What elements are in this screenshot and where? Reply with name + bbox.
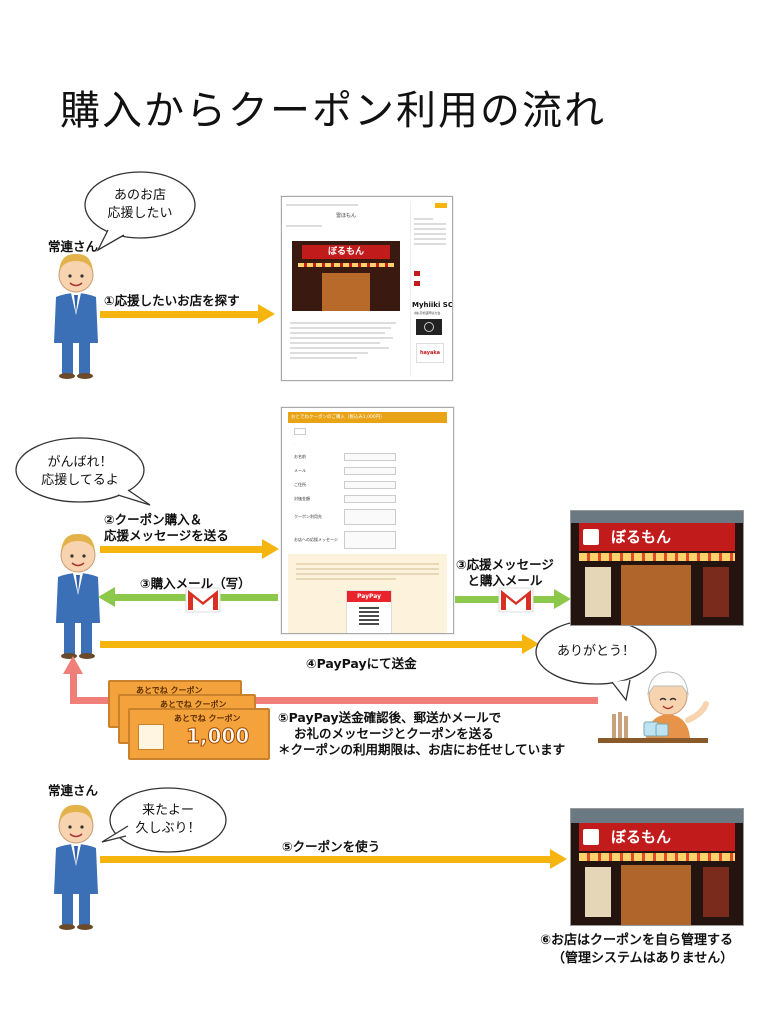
paypay-logo: PayPay [347, 591, 391, 602]
purchase-form-screenshot: おとでねクーポンのご購入（税込み1,000円） . お名前 メール ご住所 対価… [281, 407, 454, 634]
qr-code-icon [359, 605, 379, 625]
speech-bubble-thanks [535, 619, 657, 702]
speech-bubble-2 [15, 437, 151, 506]
step3-purchase-mail-label: ③購入メール（写） [140, 576, 251, 591]
store-staff-icon [598, 671, 709, 743]
form-field [344, 495, 396, 503]
store-awning [579, 823, 735, 851]
form-field [344, 531, 396, 549]
mail-icon [185, 587, 221, 613]
store-sign: ぼるもん [610, 828, 671, 846]
form-label: メール [294, 468, 306, 473]
store-awning [579, 523, 735, 551]
store-management-note: ⑥お店はクーポンを自ら管理する （管理システムはありません） [540, 933, 734, 966]
brand-sub: (株)高松盛岡協力会 [414, 311, 441, 315]
arrow-find-store [100, 304, 275, 324]
mail-icon [498, 587, 534, 613]
form-header: おとでねクーポンのご購入（税込み1,000円） [288, 412, 447, 423]
bubble-text-3: 来たよー久しぶり！ [135, 803, 201, 836]
user-label: 常連さん [48, 239, 99, 254]
store-photo-small: ぼるもん [292, 241, 400, 311]
arrow-use-coupon [100, 849, 567, 869]
lanterns [579, 853, 735, 861]
step2-label: ②クーポン購入＆応援メッセージを送る [104, 512, 229, 543]
storefront-photo: ぼるもん [570, 510, 744, 626]
storefront-photo: ぼるもん [570, 808, 744, 926]
form-label: クーポン利用先 [294, 514, 322, 519]
website-header: 雷ほもん [335, 213, 356, 219]
step4-label: ④PayPayにて送金 [306, 656, 417, 671]
brand-name: Myhiiki SC [412, 301, 453, 309]
form-field [344, 467, 396, 475]
step5-send-coupon-label: ⑤PayPay送金確認後、郵送かメールで お礼のメッセージとクーポンを送る ＊ク… [278, 710, 566, 757]
form-field [344, 481, 396, 489]
regular-customer-icon-2 [55, 533, 101, 660]
page-title: 購入からクーポン利用の流れ [60, 88, 606, 134]
store-sign: ぼるもん [610, 528, 671, 546]
form-label: お名前 [294, 454, 306, 459]
website-sidebar: Myhiiki SC (株)高松盛岡協力会 hayaka [410, 201, 452, 376]
form-label: ご住所 [294, 482, 306, 487]
regular-customer-icon-1 [53, 253, 99, 380]
step5-use-coupon-label: ⑤クーポンを使う [282, 839, 381, 854]
arrow-coupon-return [63, 656, 598, 704]
hayaka-logo: hayaka [416, 343, 444, 363]
store-website-screenshot: 雷ほもん ぼるもん Myhiiki SC (株)高松盛岡協力会 hayaka [281, 196, 453, 381]
coupon-card-front: あとでね クーポン 1,000 [128, 708, 270, 760]
arrow-purchase [100, 539, 279, 559]
store-sign-small: ぼるもん [302, 245, 390, 259]
paypay-qr-card: PayPay [346, 590, 392, 633]
sponsor-logo [416, 319, 442, 335]
step1-label: ①応援したいお店を探す [104, 293, 240, 308]
speech-bubble-1 [84, 171, 196, 252]
coupon-amount: 1,000 [185, 724, 250, 749]
bubble-text-1: あのお店応援したい [107, 188, 173, 221]
bubble-text-2: がんばれ！応援してるよ [41, 455, 119, 488]
thanks-bubble-text: ありがとう！ [556, 644, 635, 659]
lanterns [579, 553, 735, 561]
form-label: お店への応援メッセージ [294, 537, 338, 542]
website-main-column: 雷ほもん ぼるもん [286, 201, 406, 376]
form-field [344, 509, 396, 525]
speech-bubble-3 [101, 787, 227, 853]
form-notice-area: PayPay [288, 554, 447, 633]
form-field [344, 453, 396, 461]
form-label: 対価金額 [294, 496, 310, 501]
arrow-paypay [100, 634, 539, 654]
step3-message-label: ③応援メッセージと購入メール [456, 557, 554, 588]
regular-customer-icon-3 [53, 804, 99, 931]
user-label: 常連さん [48, 783, 99, 798]
